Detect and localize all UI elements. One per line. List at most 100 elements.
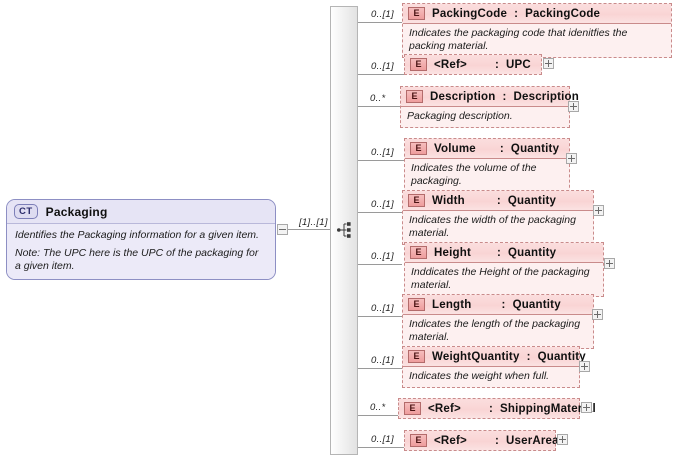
connector-root-to-compositor (288, 229, 332, 230)
expand-toggle-width[interactable] (593, 205, 604, 216)
sequence-icon[interactable] (337, 221, 353, 239)
connector-child-4 (358, 160, 404, 161)
cardinality-child-5: 0..[1] (371, 199, 394, 210)
minus-icon (279, 229, 286, 230)
element-badge-icon: E (410, 142, 427, 155)
element-type: Quantity (537, 350, 586, 363)
element-box-packingcode[interactable]: E PackingCode : PackingCode Indicates th… (402, 3, 672, 58)
cardinality-child-6: 0..[1] (371, 251, 394, 262)
expand-toggle-ref-shippingmaterial[interactable] (581, 402, 592, 413)
element-type: UPC (506, 58, 531, 71)
plus-icon (606, 260, 613, 267)
element-header: E <Ref> : UPC (405, 55, 541, 74)
element-name: PackingCode (432, 7, 508, 20)
element-name: Height (434, 246, 471, 259)
complextype-doc-line-2: Note: The UPC here is the UPC of the pac… (7, 245, 275, 279)
connector-child-8 (358, 368, 402, 369)
plus-icon (545, 60, 552, 67)
element-header: E Height : Quantity (405, 243, 603, 263)
element-box-width[interactable]: E Width : Quantity Indicates the width o… (402, 190, 594, 245)
element-doc: Indicates the volume of the packaging. (405, 159, 569, 192)
element-badge-icon: E (410, 434, 427, 447)
element-box-length[interactable]: E Length : Quantity Indicates the length… (402, 294, 594, 349)
element-header: E <Ref> : ShippingMaterial (399, 399, 596, 418)
connector-child-7 (358, 316, 402, 317)
element-type: Quantity (508, 246, 557, 259)
element-header: E <Ref> : UserArea (405, 431, 559, 450)
element-badge-icon: E (408, 7, 425, 20)
element-header: E Description : Description (401, 87, 579, 107)
complextype-title: Packaging (45, 204, 108, 219)
element-name: <Ref> (428, 402, 461, 415)
element-header: E Volume : Quantity (405, 139, 569, 159)
element-box-ref-shippingmaterial[interactable]: E <Ref> : ShippingMaterial (398, 398, 596, 419)
cardinality-child-4: 0..[1] (371, 147, 394, 158)
element-name: Length (432, 298, 472, 311)
connector-child-3 (358, 106, 400, 107)
element-header: E PackingCode : PackingCode (403, 4, 671, 24)
element-box-ref-upc[interactable]: E <Ref> : UPC (404, 54, 542, 75)
element-doc: Inddicates the Height of the packaging m… (405, 263, 603, 296)
element-separator: : (488, 402, 493, 415)
element-separator: : (501, 298, 506, 311)
element-type: PackingCode (525, 7, 601, 20)
plus-icon (570, 103, 577, 110)
element-doc: Indicates the length of the packaging ma… (403, 315, 593, 348)
expand-toggle-ref-userarea[interactable] (557, 434, 568, 445)
plus-icon (583, 404, 590, 411)
element-badge-icon: E (408, 194, 425, 207)
element-separator: : (526, 350, 531, 363)
element-separator: : (496, 194, 501, 207)
element-type: Quantity (512, 298, 561, 311)
cardinality-child-8: 0..[1] (371, 355, 394, 366)
plus-icon (559, 436, 566, 443)
element-name: Volume (434, 142, 476, 155)
element-name: <Ref> (434, 58, 467, 71)
cardinality-child-10: 0..[1] (371, 434, 394, 445)
cardinality-child-9: 0..* (370, 402, 386, 413)
plus-icon (594, 311, 601, 318)
collapse-toggle-packaging[interactable] (277, 224, 288, 235)
element-badge-icon: E (410, 246, 427, 259)
element-badge-icon: E (408, 350, 425, 363)
element-name: WeightQuantity (432, 350, 520, 363)
element-name: Description (430, 90, 496, 103)
connector-child-1 (358, 22, 402, 23)
element-type: Quantity (510, 142, 560, 155)
element-box-volume[interactable]: E Volume : Quantity Indicates the volume… (404, 138, 570, 193)
connector-child-6 (358, 264, 402, 265)
element-separator: : (514, 7, 519, 20)
element-separator: : (496, 246, 502, 259)
element-doc: Indicates the width of the packaging mat… (403, 211, 593, 244)
element-type: UserArea (506, 434, 559, 447)
element-box-height[interactable]: E Height : Quantity Inddicates the Heigh… (404, 242, 604, 297)
element-box-ref-userarea[interactable]: E <Ref> : UserArea (404, 430, 559, 451)
cardinality-child-1: 0..[1] (371, 9, 394, 20)
element-header: E Width : Quantity (403, 191, 593, 211)
connector-child-10 (358, 447, 404, 448)
element-header: E Length : Quantity (403, 295, 593, 315)
element-badge-icon: E (406, 90, 423, 103)
element-separator: : (499, 142, 504, 155)
element-separator: : (494, 434, 499, 447)
expand-toggle-weightquantity[interactable] (579, 361, 590, 372)
element-doc: Indicates the packaging code that idenit… (403, 24, 671, 57)
element-type: Description (513, 90, 579, 103)
expand-toggle-ref-upc[interactable] (543, 58, 554, 69)
element-badge-icon: E (410, 58, 427, 71)
complextype-badge: CT (14, 204, 38, 219)
element-name: Width (432, 194, 465, 207)
connector-child-2 (358, 74, 406, 75)
expand-toggle-length[interactable] (592, 309, 603, 320)
complextype-doc-line-1: Identifies the Packaging information for… (7, 224, 275, 245)
expand-toggle-description[interactable] (568, 101, 579, 112)
element-separator: : (502, 90, 507, 103)
connector-child-9 (358, 415, 398, 416)
element-box-description[interactable]: E Description : Description Packaging de… (400, 86, 579, 128)
cardinality-root: [1]..[1] (299, 217, 328, 228)
element-header: E WeightQuantity : Quantity (403, 347, 586, 367)
expand-toggle-volume[interactable] (566, 153, 577, 164)
element-box-weightquantity[interactable]: E WeightQuantity : Quantity Indicates th… (402, 346, 586, 388)
expand-toggle-height[interactable] (604, 258, 615, 269)
complextype-packaging-box[interactable]: CT Packaging Identifies the Packaging in… (6, 199, 276, 280)
